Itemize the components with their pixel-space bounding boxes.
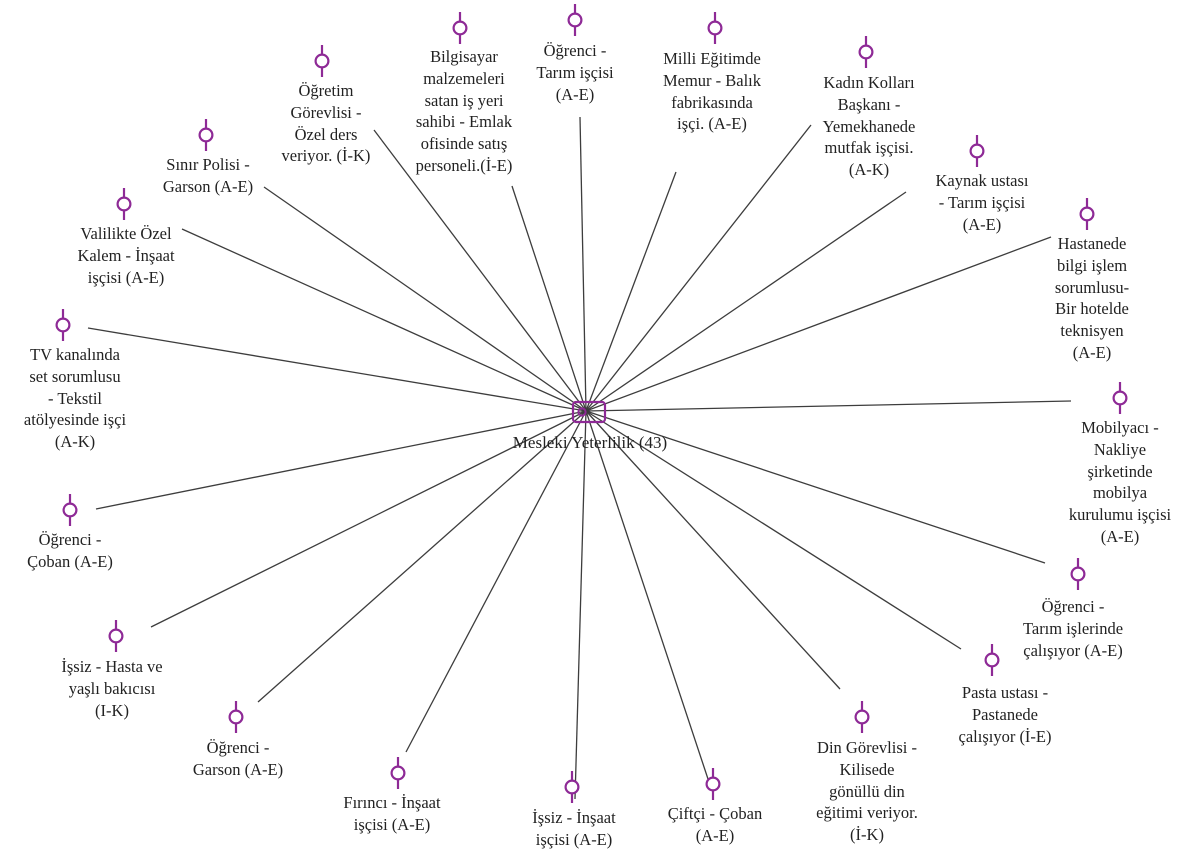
node-label: İşsiz - Hasta ve yaşlı bakıcısı (I-K) — [61, 657, 163, 720]
pin-icon — [198, 119, 214, 151]
node-label: Din Görevlisi - Kilisede gönüllü din eği… — [816, 738, 918, 845]
connector-line-n13 — [257, 410, 587, 703]
connector-line-n9 — [585, 410, 841, 690]
node-label: Öğrenci - Çoban (A-E) — [27, 530, 113, 571]
pin-icon — [564, 771, 580, 803]
node-label: Öğrenci - Tarım işlerinde çalışıyor (A-E… — [1022, 597, 1124, 660]
node-label: Fırıncı - İnşaat işçisi (A-E) — [343, 793, 441, 834]
node-label: Öğrenci - Tarım işçisi (A-E) — [536, 41, 614, 104]
pin-icon — [314, 45, 330, 77]
connector-line-n16 — [87, 327, 587, 412]
pin-icon — [1112, 382, 1128, 414]
connector-line-n20 — [511, 185, 587, 412]
connector-line-n12 — [405, 410, 587, 753]
connector-line-n5 — [585, 236, 1052, 412]
node-label: Öğrenci - Garson (A-E) — [192, 738, 284, 779]
pin-icon — [1070, 558, 1086, 590]
connector-line-n10 — [585, 410, 709, 780]
connector-line-n6 — [585, 400, 1072, 412]
center-tag-icon — [571, 399, 607, 425]
pin-icon — [55, 309, 71, 341]
connector-line-n17 — [181, 228, 587, 412]
pin-icon — [390, 757, 406, 789]
node-label: İşsiz - İnşaat işçisi (A-E) — [532, 808, 616, 849]
connector-line-n2 — [585, 171, 677, 412]
node-label: Hastanede bilgi işlem sorumlusu- Bir hot… — [1054, 234, 1130, 362]
pin-icon — [228, 701, 244, 733]
connector-line-n7 — [585, 410, 1046, 564]
pin-icon — [108, 620, 124, 652]
node-label: Kaynak ustası - Tarım işçisi (A-E) — [935, 171, 1029, 234]
connector-line-n19 — [373, 129, 587, 412]
node-label: Valilikte Özel Kalem - İnşaat işçisi (A-… — [77, 224, 175, 287]
pin-icon — [705, 768, 721, 800]
pin-icon — [854, 701, 870, 733]
connector-line-n18 — [263, 186, 587, 412]
pin-icon — [984, 644, 1000, 676]
connector-line-n1 — [579, 116, 587, 412]
node-label: Çiftçi - Çoban (A-E) — [667, 804, 763, 845]
connector-line-n11 — [574, 410, 587, 800]
pin-icon — [567, 4, 583, 36]
connector-line-n15 — [95, 410, 587, 510]
pin-icon — [1079, 198, 1095, 230]
connector-line-n8 — [585, 410, 962, 650]
connector-line-n4 — [585, 191, 907, 412]
node-label: Bilgisayar malzemeleri satan iş yeri sah… — [415, 47, 513, 175]
node-label: Mobilyacı - Nakliye şirketinde mobilya k… — [1068, 418, 1172, 546]
pin-icon — [116, 188, 132, 220]
pin-icon — [969, 135, 985, 167]
node-label: Kadın Kolları Başkanı - Yemekhanede mutf… — [822, 73, 916, 180]
node-label: Sınır Polisi - Garson (A-E) — [162, 155, 254, 196]
node-label: Milli Eğitimde Memur - Balık fabrikasınd… — [662, 49, 762, 134]
connector-line-n14 — [150, 410, 587, 628]
pin-icon — [858, 36, 874, 68]
node-label: Pasta ustası - Pastanede çalışıyor (İ-E) — [958, 683, 1052, 746]
node-label: TV kanalında set sorumlusu - Tekstil atö… — [23, 345, 127, 452]
node-label: Öğretim Görevlisi - Özel ders veriyor. (… — [281, 81, 371, 166]
pin-icon — [62, 494, 78, 526]
center-label: Mesleki Yeterlilik (43) — [512, 433, 668, 452]
pin-icon — [452, 12, 468, 44]
pin-icon — [707, 12, 723, 44]
connector-line-n3 — [585, 124, 812, 412]
